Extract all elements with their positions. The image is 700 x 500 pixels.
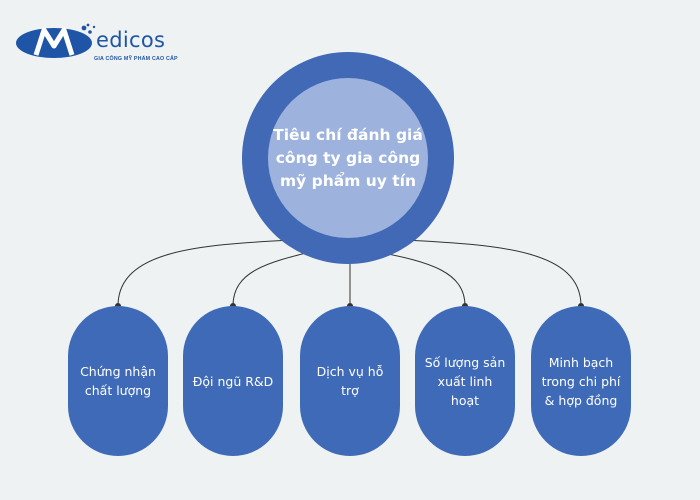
- central-node-title: Tiêu chí đánh giá công ty gia công mỹ ph…: [273, 125, 423, 190]
- criterion-node-quality-certification: Chứng nhận chất lượng: [68, 306, 168, 456]
- criterion-node-rnd-team: Đội ngũ R&D: [183, 306, 283, 456]
- criterion-label: Đội ngũ R&D: [192, 373, 274, 389]
- connector-5: [404, 239, 582, 307]
- criterion-node-support-service: Dịch vụ hỗ trợ: [300, 306, 400, 456]
- central-node: Tiêu chí đánh giá công ty gia công mỹ ph…: [268, 78, 428, 238]
- brand-logo[interactable]: edicos GIA CÔNG MỸ PHẨM CAO CẤP: [14, 22, 184, 68]
- criterion-label: Chứng nhận chất lượng: [80, 364, 156, 398]
- logo-mark-icon: [16, 23, 96, 58]
- criterion-label: Dịch vụ hỗ trợ: [316, 364, 384, 398]
- connector-4: [377, 251, 466, 307]
- criterion-label: Số lượng sản xuất linh hoạt: [424, 354, 506, 408]
- connector-2: [232, 249, 319, 307]
- connector-1: [117, 239, 291, 307]
- criterion-node-flexible-quantity: Số lượng sản xuất linh hoạt: [415, 306, 515, 456]
- criterion-node-cost-transparency: Minh bạch trong chi phí & hợp đồng: [531, 306, 631, 456]
- criterion-label: Minh bạch trong chi phí & hợp đồng: [541, 354, 621, 408]
- logo-wordmark: edicos: [96, 28, 166, 52]
- logo-tagline: GIA CÔNG MỸ PHẨM CAO CẤP: [94, 56, 178, 62]
